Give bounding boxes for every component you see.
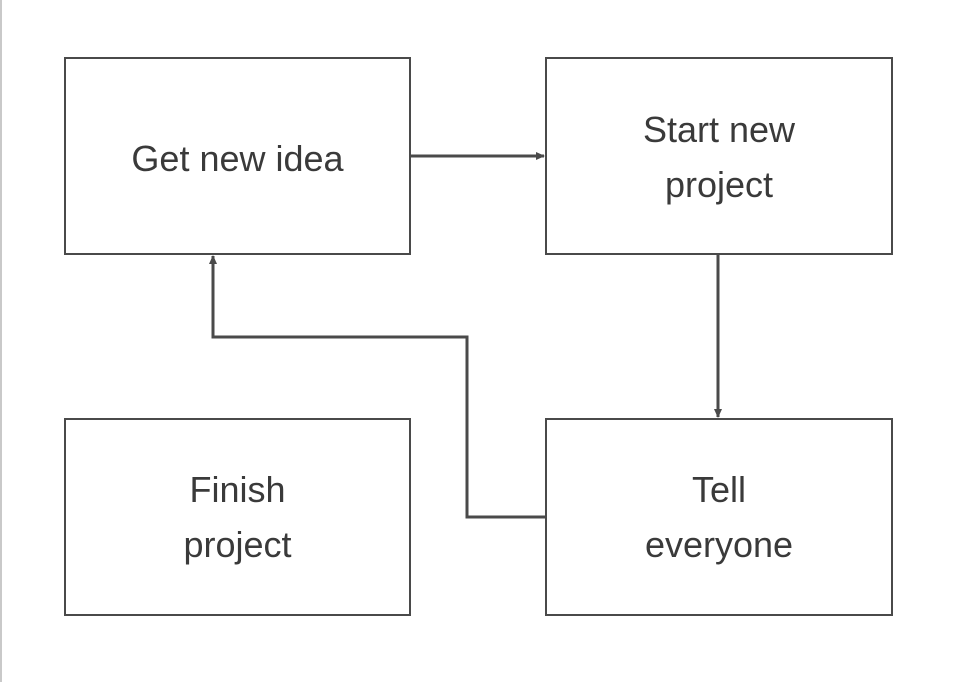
node-finish-project: Finish project [64, 418, 411, 616]
node-tell-everyone: Tell everyone [545, 418, 893, 616]
node-label: Tell everyone [644, 469, 794, 565]
node-label: Start new project [642, 109, 796, 205]
node-start-new-project: Start new project [545, 57, 893, 255]
node-label: Get new idea [131, 137, 344, 179]
node-label: Finish project [183, 469, 292, 565]
node-get-new-idea: Get new idea [64, 57, 411, 255]
image-left-edge [0, 0, 2, 682]
arrow-tell-to-idea [209, 255, 545, 519]
